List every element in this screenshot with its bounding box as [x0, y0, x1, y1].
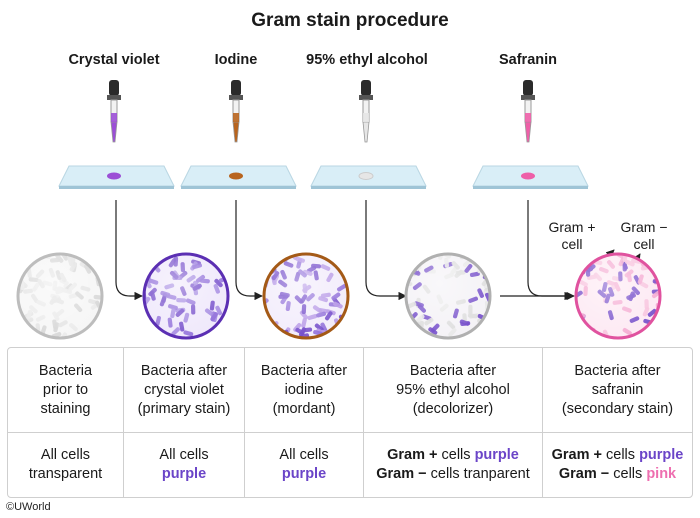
copyright-notice: ©UWorld — [6, 501, 51, 513]
stage-result-text: cells — [441, 447, 475, 463]
stage-description-3: Bacteria after 95% ethyl alcohol (decolori… — [364, 348, 542, 432]
slide-3 — [472, 165, 589, 189]
table-column-divider — [363, 348, 364, 497]
stage-description-line: prior to — [42, 381, 89, 398]
stage-result-text: purple — [161, 466, 207, 482]
dropper-0 — [107, 80, 121, 143]
gram-negative-callout-line1: Gram − — [620, 219, 668, 235]
stage-description-line: crystal violet — [144, 381, 224, 398]
stage-description-line: Bacteria — [38, 362, 93, 379]
slide-2 — [310, 165, 427, 189]
stage-result-0: All cells transparent — [8, 433, 123, 497]
reagent-label-iodine: Iodine — [214, 52, 258, 68]
stage-description-line: Bacteria after — [140, 362, 228, 379]
stage-description-0: Bacteria prior to staining — [8, 348, 123, 432]
stage-result-text: transparent — [28, 466, 103, 482]
stage-result-text: pink — [646, 466, 677, 482]
stage-result-text: cells — [613, 466, 647, 482]
reagent-label-alcohol: 95% ethyl alcohol — [306, 52, 428, 68]
stage-result-text: All cells — [159, 447, 209, 463]
stage-description-line: safranin — [591, 381, 644, 398]
slide-0 — [58, 165, 175, 189]
dropper-3 — [521, 80, 535, 143]
arrow-to-alcohol-stage — [365, 200, 407, 301]
gram-positive-callout: Gram + cell — [540, 219, 604, 253]
stage-result-text: purple — [281, 466, 327, 482]
gram-negative-callout: Gram − cell — [612, 219, 676, 253]
bacteria-circle-4 — [574, 252, 662, 340]
stage-result-text: cells tranparent — [430, 466, 530, 482]
table-column-divider — [244, 348, 245, 497]
stage-description-line: staining — [40, 400, 91, 417]
dropper-2 — [359, 80, 373, 143]
stage-result-text: purple — [474, 447, 519, 463]
stage-result-text: Gram − — [558, 466, 614, 482]
diagram-title: Gram stain procedure — [251, 10, 449, 31]
stage-result-text: Gram + — [387, 447, 442, 463]
stage-description-line: (mordant) — [272, 400, 336, 417]
stage-description-1: Bacteria after crystal violet (primary sta… — [124, 348, 244, 432]
arrow-to-iodine-stage — [235, 200, 263, 301]
stage-description-2: Bacteria after iodine (mordant) — [245, 348, 363, 432]
gram-positive-callout-line1: Gram + — [548, 219, 596, 235]
stage-result-2: All cells purple — [245, 433, 363, 497]
stage-result-text: purple — [639, 447, 684, 463]
stage-result-text: cells — [606, 447, 640, 463]
stage-result-1: All cells purple — [124, 433, 244, 497]
table-column-divider — [542, 348, 543, 497]
stage-result-text: Gram + — [551, 447, 607, 463]
bacteria-circle-0 — [16, 252, 104, 340]
stage-description-line: iodine — [284, 381, 324, 398]
stage-description-line: (decolorizer) — [412, 400, 494, 417]
stage-description-4: Bacteria after safranin (secondary stain) — [543, 348, 692, 432]
stage-description-line: Bacteria after — [574, 362, 661, 379]
stage-result-text: All cells — [279, 447, 329, 463]
stage-result-text: All cells — [40, 447, 91, 463]
stage-description-line: 95% ethyl alcohol — [396, 381, 510, 398]
bacteria-circle-3 — [404, 252, 492, 340]
dropper-1 — [229, 80, 243, 143]
stage-result-text: Gram − — [376, 466, 431, 482]
table-row-divider — [8, 432, 692, 433]
stage-description-line: Bacteria after — [260, 362, 348, 379]
stage-description-line: Bacteria after — [409, 362, 497, 379]
gram-positive-callout-line2: cell — [561, 236, 583, 252]
reagent-label-safranin: Safranin — [498, 52, 557, 68]
reagent-label-crystal-violet: Crystal violet — [68, 52, 160, 68]
table-column-divider — [123, 348, 124, 497]
gram-negative-callout-line2: cell — [633, 236, 655, 252]
bacteria-circle-1 — [142, 252, 230, 340]
bacteria-circle-2 — [262, 252, 350, 340]
arrow-to-crystal-violet-stage — [115, 200, 143, 301]
slide-1 — [180, 165, 297, 189]
stage-description-line: (primary stain) — [137, 400, 231, 417]
procedure-diagram — [16, 80, 662, 340]
stage-description-line: (secondary stain) — [561, 400, 674, 417]
